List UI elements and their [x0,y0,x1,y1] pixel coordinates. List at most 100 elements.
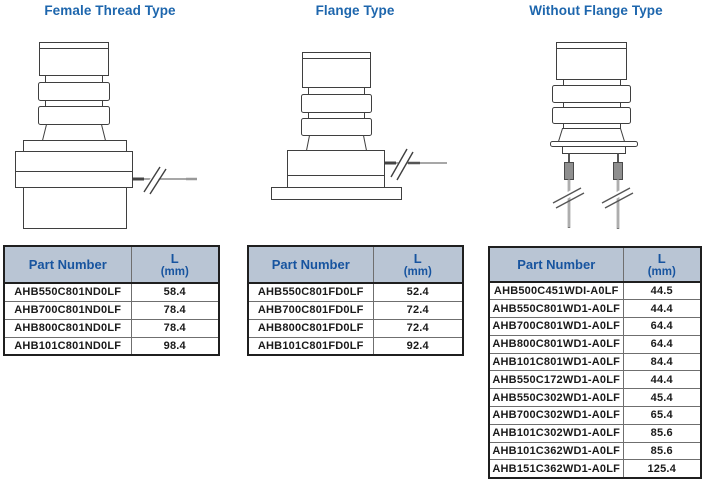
length-value-cell: 44.5 [622,281,702,301]
length-value-cell: 85.6 [622,441,702,461]
length-value-cell: 44.4 [622,370,702,390]
length-value-cell: 72.4 [372,300,464,320]
length-value-cell: 72.4 [372,318,464,338]
part-number-header: Part Number [247,245,374,284]
flared-skirt [305,135,368,151]
body-block [287,150,385,188]
rib [552,107,631,124]
part-number-cell: AHB550C801FD0LF [247,282,374,302]
part-number-cell: AHB800C801WD1-A0LF [488,334,624,354]
part-number-cell: AHB101C801FD0LF [247,336,374,356]
length-value-cell: 125.4 [622,459,702,479]
part-number-cell: AHB550C801WD1-A0LF [488,299,624,319]
part-number-cell: AHB700C801ND0LF [3,300,132,320]
waist [563,79,621,86]
length-value-cell: 65.4 [622,406,702,425]
wire-break-icon [390,148,414,181]
base-lip [550,141,638,147]
waist [563,123,621,129]
wire-break-icon [601,186,634,209]
rib [301,94,372,113]
waist [45,75,103,83]
flange-base [271,187,402,200]
length-header-unit: (mm) [403,265,432,278]
collar [23,140,127,152]
length-value-cell: 84.4 [622,352,702,372]
part-number-cell: AHB800C801FD0LF [247,318,374,338]
waist [45,100,103,107]
length-value-cell: 44.4 [622,299,702,319]
part-number-cell: AHB101C801ND0LF [3,336,132,356]
part-number-cell: AHB151C362WD1-A0LF [488,459,624,479]
lead-sleeve [564,162,574,180]
length-value-cell: 78.4 [130,300,220,320]
part-number-cell: AHB500C451WDI-A0LF [488,281,624,301]
table-header-row: Part Number L (mm) [3,245,220,284]
female-thread-type-figure [15,42,197,229]
rib [38,106,110,125]
part-number-cell: AHB101C302WD1-A0LF [488,423,624,443]
part-number-cell: AHB700C801FD0LF [247,300,374,320]
length-value-cell: 64.4 [622,317,702,336]
lead-sleeve [613,162,623,180]
length-header-symbol: L [170,250,179,266]
flange-type-figure [271,52,447,200]
length-value-cell: 52.4 [372,282,464,302]
part-number-cell: AHB101C362WD1-A0LF [488,441,624,461]
part-number-header: Part Number [3,245,132,284]
base-step [562,146,626,154]
length-header-symbol: L [413,250,422,266]
waist [308,112,365,119]
length-value-cell: 92.4 [372,336,464,356]
flared-skirt [41,124,107,141]
threaded-base [23,187,127,229]
section-title-flange-type: Flange Type [315,3,395,18]
length-value-cell: 78.4 [130,318,220,338]
part-number-cell: AHB700C801WD1-A0LF [488,317,624,336]
section-title-without-flange-type: Without Flange Type [529,3,663,18]
length-value-cell: 85.6 [622,423,702,443]
length-header-unit: (mm) [160,265,189,278]
top-cap [302,52,371,88]
length-header: L (mm) [130,245,220,284]
length-value-cell: 98.4 [130,336,220,356]
waist [308,87,365,95]
part-number-cell: AHB550C172WD1-A0LF [488,370,624,390]
top-cap [39,42,109,76]
length-header: L (mm) [622,246,702,283]
part-number-cell: AHB800C801ND0LF [3,318,132,338]
hex-body [15,151,133,188]
length-value-cell: 58.4 [130,282,220,302]
rib [552,85,631,103]
length-header-symbol: L [657,250,666,266]
part-number-cell: AHB101C801WD1-A0LF [488,352,624,372]
wire-break-icon [143,164,167,195]
table-header-row: Part Number L (mm) [247,245,464,284]
length-header: L (mm) [372,245,464,284]
length-value-cell: 45.4 [622,388,702,408]
part-number-cell: AHB700C302WD1-A0LF [488,406,624,425]
length-header-unit: (mm) [647,265,676,278]
rib [38,82,110,101]
rib [301,118,372,136]
part-number-cell: AHB550C302WD1-A0LF [488,388,624,408]
length-value-cell: 64.4 [622,334,702,354]
